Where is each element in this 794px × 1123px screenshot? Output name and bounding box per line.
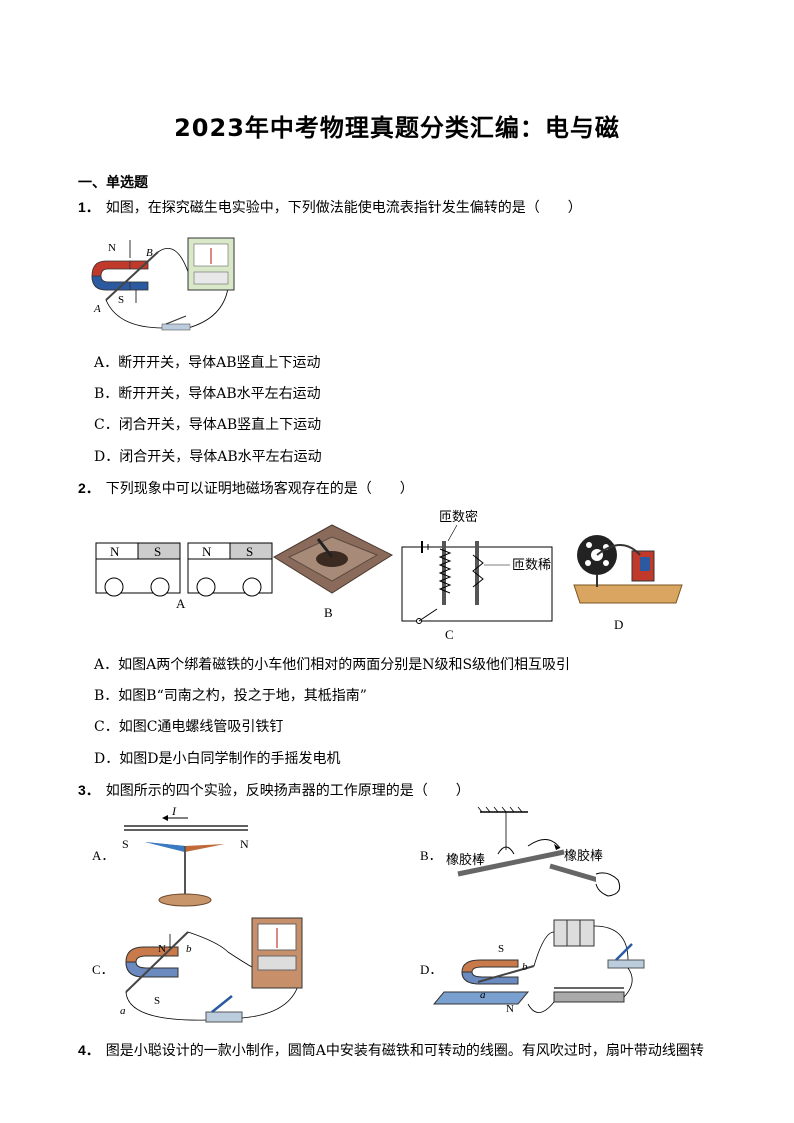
q1-option-a[interactable]: A．断开开关，导体AB竖直上下运动 [94, 355, 321, 371]
q3-d-a-label: a [480, 989, 486, 1001]
q2-option-c[interactable]: C．如图C通电螺线管吸引铁钉 [94, 719, 284, 735]
page-title: 2023年中考物理真题分类汇编：电与磁 [174, 114, 620, 142]
fig-a-label: A [176, 596, 186, 611]
label-s: S [118, 294, 124, 306]
q3-d-s-label: S [498, 943, 504, 955]
q1-figure: N B S A [91, 237, 235, 331]
question-1-text: 如图，在探究磁生电实验中，下列做法能使电流表指针发生偏转的是（ ） [105, 200, 582, 216]
fig-c-label: C [445, 627, 454, 642]
question-2-number: 2． [78, 480, 100, 496]
q3-fig-a: A． I S N [92, 804, 249, 907]
question-3-number: 3． [78, 782, 100, 798]
dense-coil-label: 匝数密 [439, 509, 478, 524]
label-n: N [108, 242, 116, 254]
sparse-coil-label: 匝数稀 [512, 557, 551, 572]
switch [161, 323, 191, 331]
q3-c-a-label: a [120, 1005, 126, 1017]
cart2-n-label: N [202, 544, 212, 559]
rod1-label: 橡胶棒 [446, 852, 485, 867]
cart2-s-label: S [246, 544, 253, 559]
fig-c-solenoids: 匝数密 匝数稀 C [401, 509, 553, 642]
q2-option-a[interactable]: A．如图A两个绑着磁铁的小车他们相对的两面分别是N级和S级他们相互吸引 [94, 657, 571, 673]
cart1-n-label: N [110, 544, 120, 559]
q3-a-n-label: N [240, 837, 249, 851]
conductor-ab [105, 251, 159, 301]
fig-a-carts: N S N S A [95, 542, 273, 611]
q1-option-b[interactable]: B．断开开关，导体AB水平左右运动 [94, 386, 321, 402]
question-1-stem: 1． 如图，在探究磁生电实验中，下列做法能使电流表指针发生偏转的是（ ） [78, 197, 582, 218]
q3-figure: A． I S N B． 橡胶棒 橡胶棒 C． N S b [92, 804, 645, 1023]
q3-a-label: A． [92, 848, 114, 863]
current-i-label: I [171, 804, 177, 818]
q3-fig-d: D． S N b a [420, 919, 645, 1015]
q1-option-c[interactable]: C．闭合开关，导体AB竖直上下运动 [94, 417, 322, 433]
fig-d-label: D [614, 617, 623, 632]
question-2-stem: 2． 下列现象中可以证明地磁场客观存在的是（ ） [78, 478, 414, 499]
q3-fig-b: B． 橡胶棒 橡胶棒 [420, 806, 621, 897]
question-4-number: 4． [78, 1042, 100, 1058]
cart1-s-label: S [154, 544, 161, 559]
q3-b-label: B． [420, 848, 442, 863]
rod2-label: 橡胶棒 [564, 848, 603, 863]
question-1-number: 1． [78, 199, 100, 215]
q3-a-s-label: S [122, 837, 129, 851]
label-a: A [93, 303, 101, 315]
q1-option-d[interactable]: D．闭合开关，导体AB水平左右运动 [94, 449, 322, 465]
section-heading: 一、单选题 [78, 175, 148, 191]
q3-c-label: C． [92, 962, 114, 977]
label-b: B [146, 247, 153, 259]
fig-b-sinan: B [273, 524, 394, 620]
q3-c-s-label: S [154, 995, 160, 1007]
q2-option-b[interactable]: B．如图B“司南之杓，投之于地，其柢指南” [94, 688, 367, 704]
fig-d-generator: D [573, 535, 683, 632]
q2-figure: N S N S A B 匝数密 匝数稀 C [95, 509, 683, 642]
q3-d-b-label: b [522, 961, 528, 973]
q3-fig-c: C． N S b a [92, 917, 303, 1023]
q3-d-label: D． [420, 962, 442, 977]
q3-d-n-label: N [506, 1003, 514, 1015]
question-3-text: 如图所示的四个实验，反映扬声器的工作原理的是（ ） [105, 783, 470, 799]
question-3-stem: 3． 如图所示的四个实验，反映扬声器的工作原理的是（ ） [78, 780, 470, 801]
q3-c-b-label: b [186, 943, 192, 955]
question-2-text: 下列现象中可以证明地磁场客观存在的是（ ） [105, 481, 414, 497]
question-4-text: 图是小聪设计的一款小制作，圆筒A中安装有磁铁和可转动的线圈。有风吹过时，扇叶带动… [105, 1043, 704, 1059]
fig-b-label: B [324, 605, 333, 620]
q3-c-n-label: N [158, 943, 166, 955]
q2-option-d[interactable]: D．如图D是小白同学制作的手摇发电机 [94, 751, 341, 767]
question-4-stem: 4． 图是小聪设计的一款小制作，圆筒A中安装有磁铁和可转动的线圈。有风吹过时，扇叶… [78, 1040, 704, 1061]
